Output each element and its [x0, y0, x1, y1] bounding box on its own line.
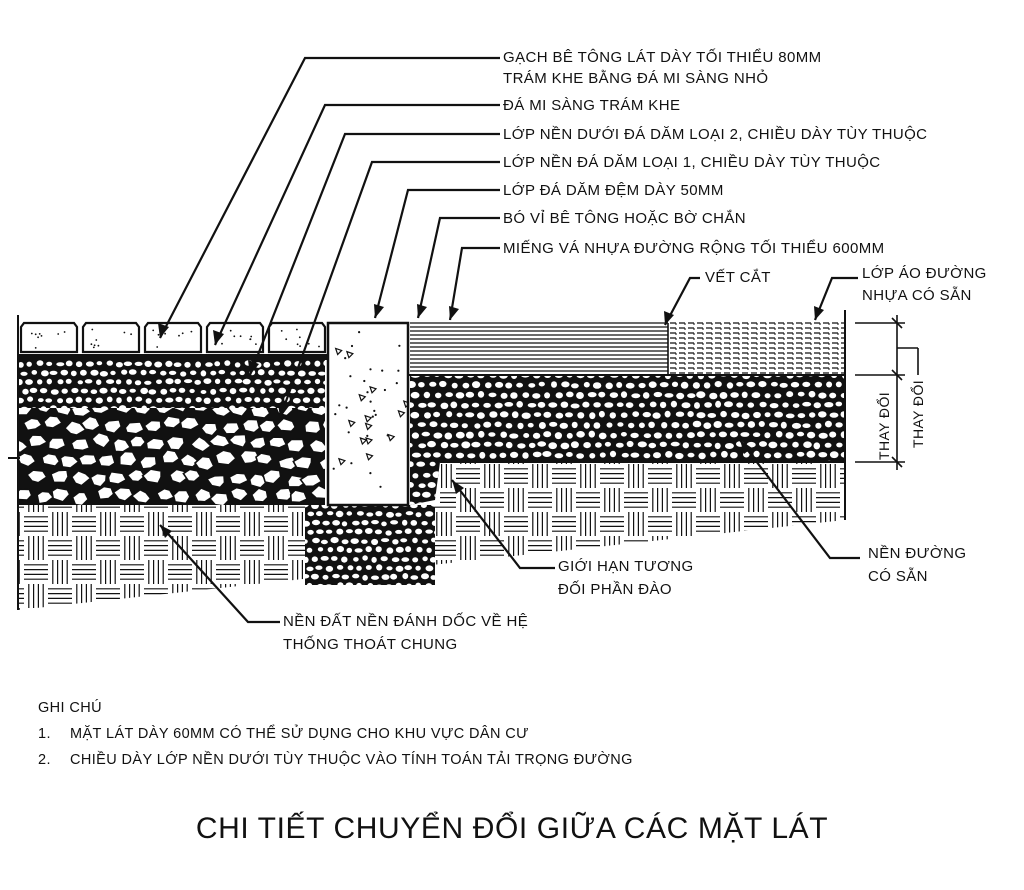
boundary-lines	[8, 310, 846, 610]
asphalt-patch	[410, 322, 669, 375]
label-existing-base-2: CÓ SẴN	[868, 568, 928, 585]
label-subgrade-2: THỐNG THOÁT CHUNG	[283, 636, 458, 653]
notes-block: GHI CHÚ 1. MẶT LÁT DÀY 60MM CÓ THỂ SỬ DỤN…	[38, 695, 633, 773]
note-item: 1. MẶT LÁT DÀY 60MM CÓ THỂ SỬ DỤNG CHO KH…	[38, 721, 633, 747]
label-existing-base-1: NỀN ĐƯỜNG	[868, 545, 967, 562]
cross-section-drawing	[8, 56, 919, 624]
label-concrete-paver: GẠCH BÊ TÔNG LÁT DÀY TỐI THIỂU 80MM	[503, 49, 822, 66]
label-base-type1: LỚP NỀN ĐÁ DĂM LOẠI 1, CHIỀU DÀY TÙY THU…	[503, 154, 881, 171]
dimension-marks	[855, 315, 919, 470]
existing-road-base-gravel	[410, 375, 845, 505]
existing-asphalt-surface	[670, 322, 845, 374]
label-existing-surface-1: LỚP ÁO ĐƯỜNG	[862, 265, 987, 282]
note-number: 1.	[38, 726, 51, 742]
curb-concrete-texture	[332, 331, 408, 488]
curb-foundation-gravel	[305, 505, 435, 585]
leader-arrowheads	[158, 304, 824, 538]
drawing-title: CHI TIẾT CHUYỂN ĐỔI GIỮA CÁC MẶT LÁT	[195, 812, 829, 845]
notes-heading: GHI CHÚ	[38, 700, 103, 716]
subbase-type2-gravel	[18, 355, 325, 408]
leader-lines	[159, 56, 860, 624]
label-varies-1: THAY ĐỔI	[876, 391, 892, 460]
note-text: CHIỀU DÀY LỚP NỀN DƯỚI TÙY THUỘC VÀO TÍN…	[70, 752, 633, 768]
label-excavation-1: GIỚI HẠN TƯƠNG	[558, 558, 694, 575]
label-saw-cut: VẾT CẮT	[705, 269, 771, 286]
label-bedding: LỚP ĐÁ DĂM ĐỆM DÀY 50MM	[503, 182, 724, 199]
note-item: 2. CHIỀU DÀY LỚP NỀN DƯỚI TÙY THUỘC VÀO T…	[38, 747, 633, 773]
bedding-layer	[18, 354, 328, 360]
label-paver-joint: TRÁM KHE BẰNG ĐÁ MI SÀNG NHỎ	[503, 70, 769, 87]
label-subbase-type2: LỚP NỀN DƯỚI ĐÁ DĂM LOẠI 2, CHIỀU DÀY TÙ…	[503, 126, 928, 143]
base-type1-stones	[18, 408, 325, 505]
label-joint-fill: ĐÁ MI SÀNG TRÁM KHE	[503, 97, 681, 114]
label-subgrade-1: NỀN ĐẤT NỀN ĐÁNH DỐC VỀ HỆ	[283, 613, 529, 630]
label-excavation-2: ĐỐI PHẦN ĐÀO	[558, 581, 672, 598]
label-asphalt-patch: MIẾNG VÁ NHỰA ĐƯỜNG RỘNG TỐI THIỂU 600MM	[503, 240, 885, 257]
label-varies-2: THAY ĐỔI	[910, 379, 926, 448]
concrete-pavers	[19, 321, 327, 354]
note-number: 2.	[38, 752, 51, 768]
note-text: MẶT LÁT DÀY 60MM CÓ THỂ SỬ DỤNG CHO KHU …	[70, 726, 529, 742]
label-edge-restraint: BÓ VỈ BÊ TÔNG HOẶC BỜ CHẮN	[503, 210, 747, 227]
label-existing-surface-2: NHỰA CÓ SẴN	[862, 287, 972, 304]
concrete-curb	[326, 321, 410, 507]
